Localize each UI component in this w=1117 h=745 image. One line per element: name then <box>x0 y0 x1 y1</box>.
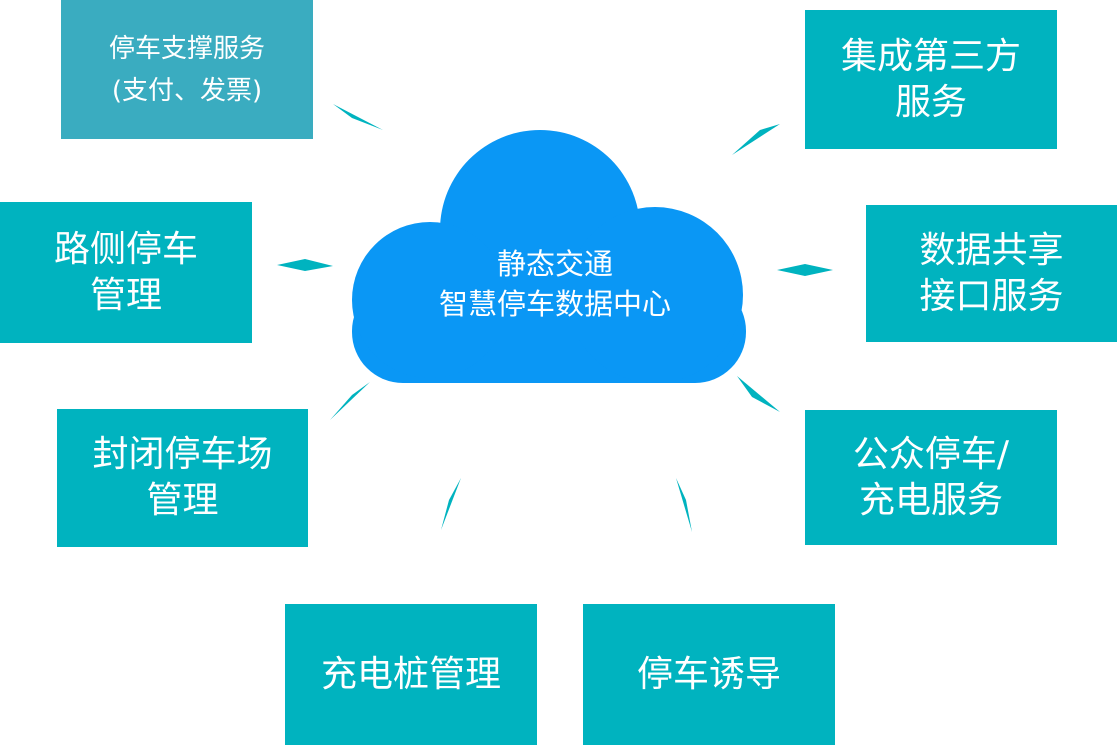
node-data-sharing-line1: 数据共享 <box>919 229 1064 271</box>
node-data-sharing: 数据共享 接口服务 <box>866 205 1117 342</box>
arrow-right <box>777 264 833 276</box>
node-third-party: 集成第三方 服务 <box>805 10 1057 149</box>
node-public-parking-line2: 充电服务 <box>858 479 1003 521</box>
node-charging-pile: 充电桩管理 <box>285 604 537 745</box>
node-public-parking: 公众停车/ 充电服务 <box>805 410 1057 545</box>
node-parking-guide-line1: 停车诱导 <box>636 653 781 695</box>
node-parking-support: 停车支撑服务 (支付、发票) <box>61 0 313 139</box>
node-roadside-line2: 管理 <box>89 274 162 316</box>
node-parking-guide: 停车诱导 <box>583 604 835 745</box>
arrow-top-right <box>732 124 780 155</box>
node-public-parking-line1: 公众停车/ <box>852 433 1010 475</box>
arrow-bottom-left <box>441 478 461 530</box>
data-center-label: 静态交通 智慧停车数据中心 <box>390 244 720 324</box>
node-charging-pile-line1: 充电桩管理 <box>320 653 501 695</box>
arrow-lower-left <box>330 382 370 420</box>
arrow-top-left <box>333 104 383 130</box>
node-roadside: 路侧停车 管理 <box>0 202 252 343</box>
arrow-bottom-right <box>676 478 692 532</box>
node-roadside-line1: 路侧停车 <box>53 228 198 270</box>
node-closed-lot-line2: 管理 <box>146 480 219 521</box>
node-closed-lot-line1: 封闭停车场 <box>92 434 273 475</box>
data-center-line1: 静态交通 <box>496 247 613 281</box>
arrow-lower-right <box>737 376 780 412</box>
node-third-party-line2: 服务 <box>894 81 967 123</box>
node-data-sharing-line2: 接口服务 <box>919 275 1064 317</box>
node-third-party-line1: 集成第三方 <box>840 35 1021 77</box>
data-center-line2: 智慧停车数据中心 <box>438 287 671 321</box>
node-parking-support-line2: (支付、发票) <box>111 75 263 106</box>
node-parking-support-line1: 停车支撑服务 <box>108 33 265 64</box>
node-closed-lot: 封闭停车场 管理 <box>57 409 308 547</box>
arrow-left <box>277 259 333 271</box>
